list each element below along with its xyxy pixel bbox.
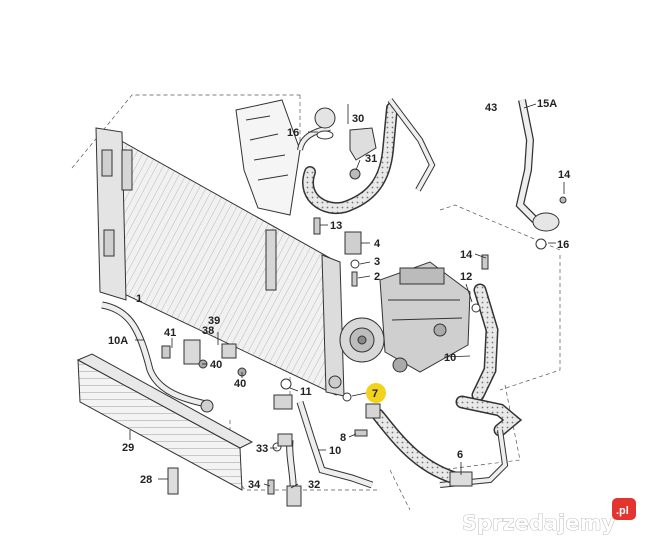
callout-8: 8	[340, 432, 346, 444]
callout-7-highlight	[366, 383, 386, 403]
callout-41: 41	[164, 327, 176, 339]
callout-30: 30	[352, 113, 364, 125]
callout-16b: 16	[557, 239, 569, 251]
callout-12: 12	[460, 271, 472, 283]
callout-39: 39	[208, 315, 220, 327]
callout-16a: 16	[287, 127, 299, 139]
callout-15a: 15A	[537, 98, 557, 110]
callout-40a: 40	[210, 359, 222, 371]
lower-grille-panel	[76, 353, 254, 491]
callout-3: 3	[374, 256, 380, 268]
callout-10c: 10	[329, 445, 341, 457]
ac-compressor	[339, 261, 471, 373]
bumper-frame	[235, 99, 301, 216]
leader-lines	[129, 103, 565, 489]
watermark-text: Sprzedajemy	[462, 511, 616, 535]
watermark-badge	[612, 498, 636, 520]
watermark: Sprzedajemy .pl	[462, 498, 636, 535]
callout-2: 2	[374, 271, 380, 283]
callout-11: 11	[300, 386, 312, 398]
callout-1: 1	[136, 293, 142, 305]
callout-14a: 14	[558, 169, 571, 181]
callout-34: 34	[248, 479, 261, 491]
callout-10b: 10	[444, 352, 456, 364]
callout-31: 31	[365, 153, 377, 165]
callout-33: 33	[256, 443, 268, 455]
callout-4: 4	[374, 238, 381, 250]
callout-10a: 10A	[108, 335, 128, 347]
callout-28: 28	[140, 474, 152, 486]
callout-13: 13	[330, 220, 342, 232]
callout-7: 7	[372, 388, 378, 400]
callout-32: 32	[308, 479, 320, 491]
callout-14b: 14	[460, 249, 473, 261]
small-parts	[161, 107, 567, 507]
callout-29: 29	[122, 442, 134, 454]
watermark-suffix: .pl	[616, 505, 629, 517]
callout-38: 38	[202, 325, 214, 337]
callout-6: 6	[457, 449, 463, 461]
callout-labels: 43 15A 30 16 31 14 16 13 4 3 2 14 12 1 3…	[108, 98, 571, 491]
callout-43: 43	[485, 102, 497, 114]
callout-40b: 40	[234, 378, 246, 390]
